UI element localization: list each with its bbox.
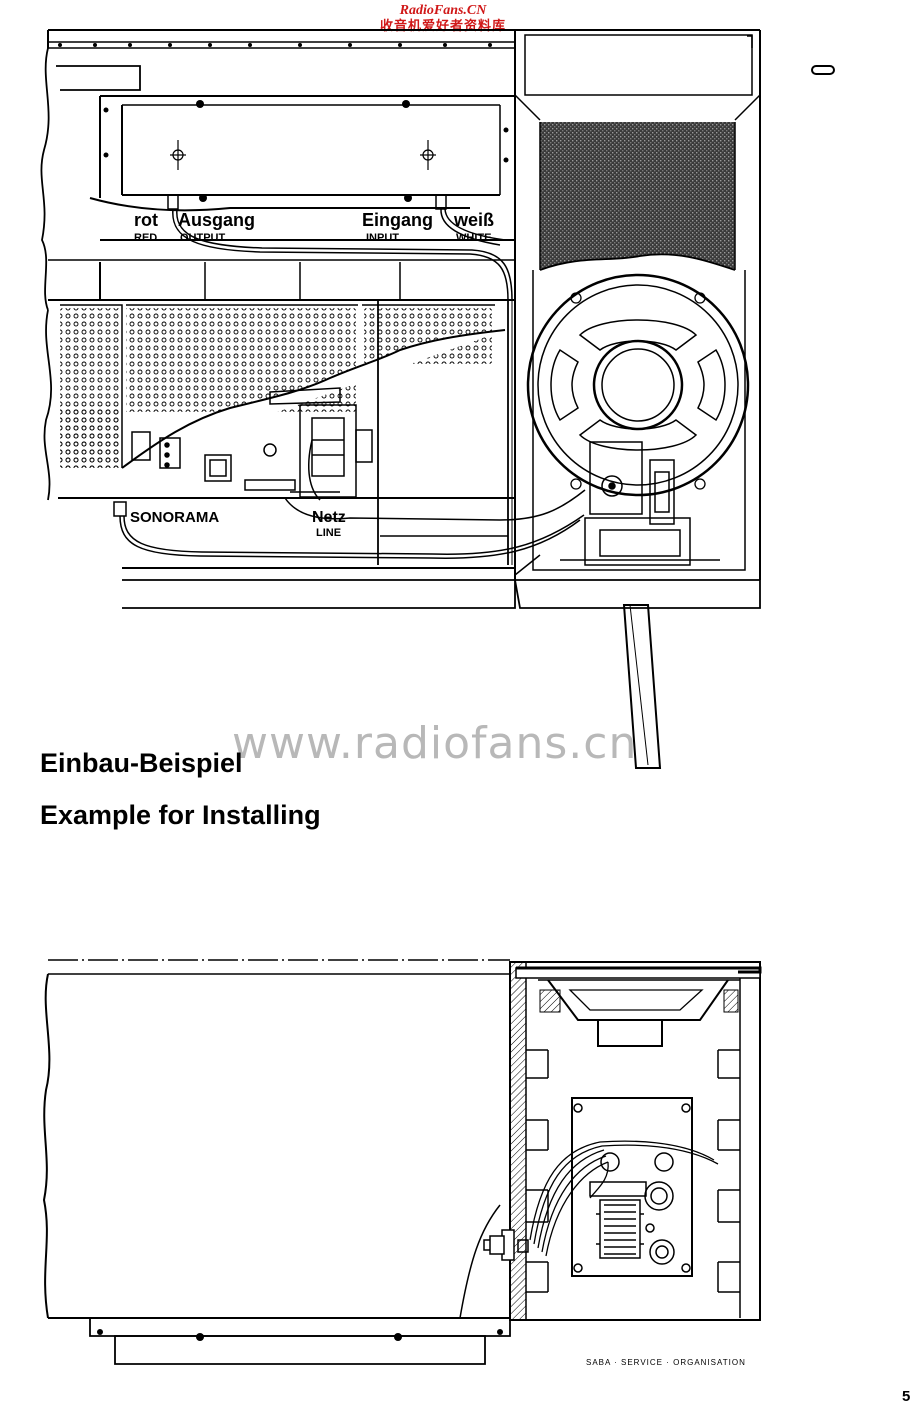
label-output: OUTPUT xyxy=(180,232,226,244)
footer-organisation: SABA · SERVICE · ORGANISATION xyxy=(586,1358,746,1367)
bottom-diagram xyxy=(42,959,762,1365)
label-eingang: Eingang xyxy=(362,210,433,230)
label-rot: rot xyxy=(134,210,158,230)
caption-german: Einbau-Beispiel xyxy=(40,748,243,778)
top-diagram xyxy=(40,29,835,769)
cabinet-top-rail xyxy=(47,29,760,49)
label-white: WHITE xyxy=(456,232,491,244)
top-diagram-labels: rot RED Ausgang OUTPUT Eingang INPUT wei… xyxy=(130,210,494,539)
watermark-site-chinese: 收音机爱好者资料库 xyxy=(380,17,507,33)
watermark-site-latin: RadioFans.CN xyxy=(399,3,487,18)
label-weiss: weiß xyxy=(453,210,494,230)
caption-english: Example for Installing xyxy=(40,800,321,830)
label-sonorama: SONORAMA xyxy=(130,509,219,526)
watermark-top: RadioFans.CN 收音机爱好者资料库 xyxy=(380,3,507,33)
page-number: 5 xyxy=(902,1388,911,1405)
label-line: LINE xyxy=(316,527,341,539)
label-netz: Netz xyxy=(312,509,346,526)
watermark-center: www.radiofans.cn xyxy=(232,718,638,769)
label-red: RED xyxy=(134,232,157,244)
label-ausgang: Ausgang xyxy=(178,210,255,230)
label-input: INPUT xyxy=(366,232,399,244)
